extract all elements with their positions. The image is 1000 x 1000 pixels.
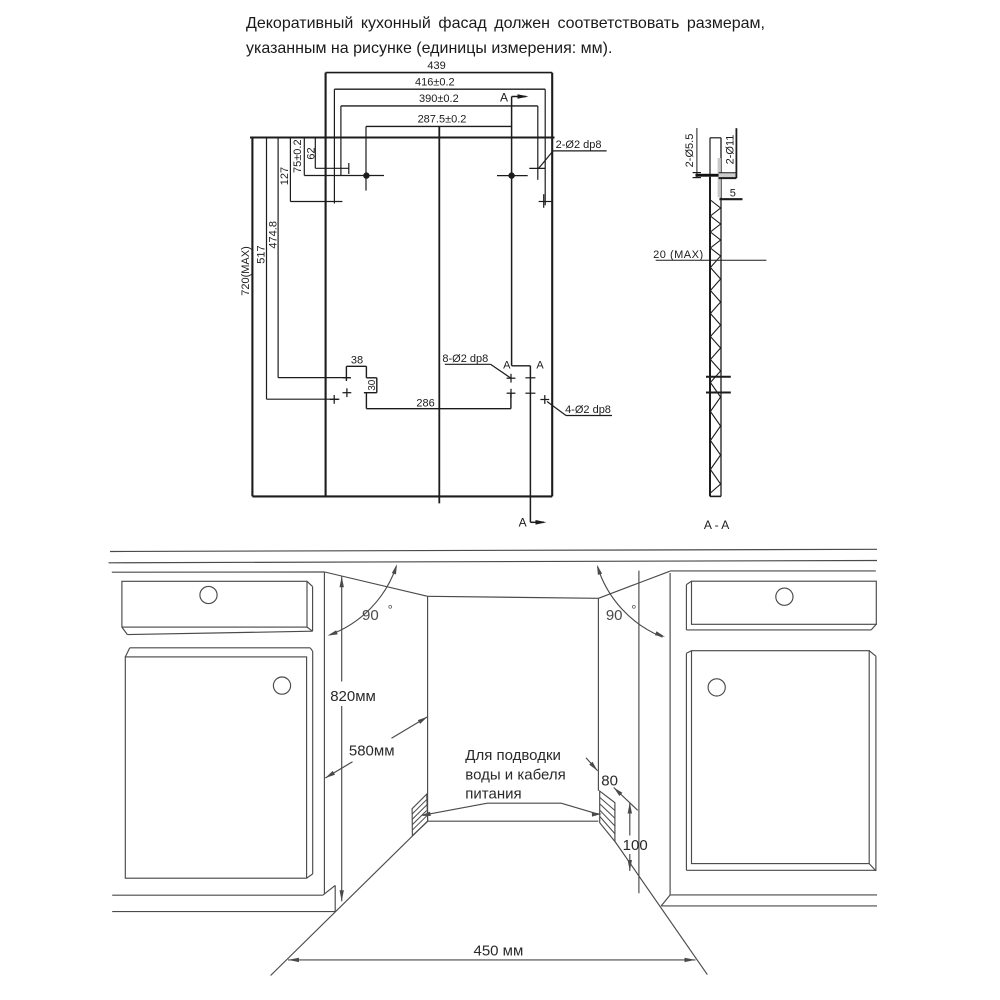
svg-text:38: 38 — [351, 355, 363, 367]
svg-text:390±0.2: 390±0.2 — [419, 93, 459, 105]
svg-text:2-Ø5.5: 2-Ø5.5 — [684, 134, 696, 168]
svg-text:2-Ø11: 2-Ø11 — [725, 135, 737, 165]
svg-text:A: A — [503, 360, 511, 372]
svg-text:75±0.2: 75±0.2 — [292, 139, 304, 173]
svg-text:°: ° — [388, 602, 393, 617]
svg-text:439: 439 — [427, 60, 445, 72]
svg-text:100: 100 — [623, 837, 648, 854]
svg-text:воды и кабеля: воды и кабеля — [465, 767, 565, 784]
svg-text:450 мм: 450 мм — [473, 943, 523, 960]
svg-text:20 (MAX): 20 (MAX) — [653, 249, 703, 261]
svg-text:A: A — [536, 360, 544, 372]
svg-text:30: 30 — [367, 379, 378, 391]
svg-text:580мм: 580мм — [349, 743, 395, 760]
svg-text:питания: питания — [465, 786, 521, 803]
svg-text:A: A — [500, 91, 508, 105]
svg-text:A - A: A - A — [704, 518, 729, 532]
svg-text:62: 62 — [306, 147, 318, 159]
svg-text:2-Ø2 dp8: 2-Ø2 dp8 — [556, 139, 602, 151]
svg-text:720(MAX): 720(MAX) — [240, 246, 252, 296]
svg-text:90: 90 — [606, 607, 623, 624]
svg-text:80: 80 — [601, 773, 618, 790]
svg-text:517: 517 — [256, 245, 268, 263]
svg-text:Для подводки: Для подводки — [465, 747, 561, 764]
svg-text:127: 127 — [279, 167, 291, 185]
svg-text:A: A — [519, 516, 527, 530]
svg-text:5: 5 — [730, 188, 736, 200]
svg-text:286: 286 — [416, 397, 434, 409]
svg-text:4-Ø2 dp8: 4-Ø2 dp8 — [565, 404, 611, 416]
svg-text:90: 90 — [362, 607, 379, 624]
svg-text:474.8: 474.8 — [267, 221, 279, 249]
svg-text:°: ° — [631, 602, 636, 617]
svg-text:820мм: 820мм — [330, 688, 376, 705]
svg-text:287.5±0.2: 287.5±0.2 — [418, 114, 467, 126]
svg-text:416±0.2: 416±0.2 — [415, 77, 455, 89]
svg-text:8-Ø2 dp8: 8-Ø2 dp8 — [442, 353, 488, 365]
